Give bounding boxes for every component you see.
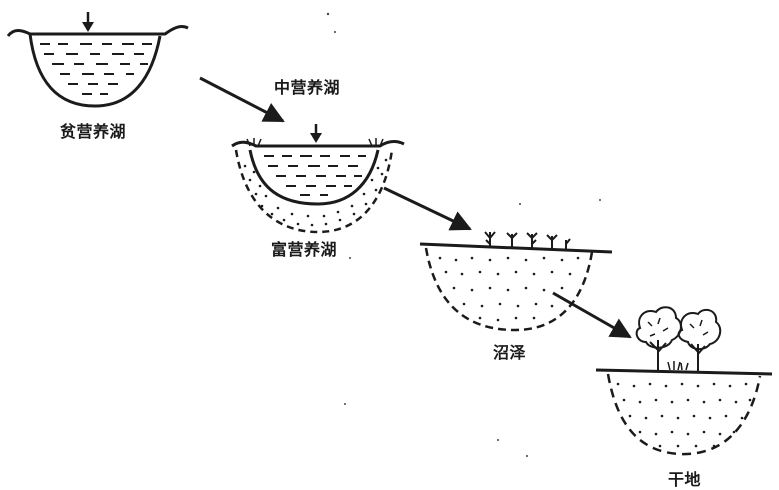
marsh-plants-icon	[484, 231, 571, 250]
dry-land-basin	[595, 306, 773, 456]
label-dry-land: 干地	[668, 470, 702, 489]
label-marsh: 沼泽	[493, 343, 527, 362]
tree-icon	[635, 306, 682, 370]
sediment-dots	[616, 382, 752, 448]
succession-arrow-1	[199, 76, 285, 123]
label-oligotrophic-lake: 贫营养湖	[60, 122, 127, 141]
tree-icon	[677, 308, 722, 372]
water-level-arrow-icon	[310, 124, 322, 143]
scan-specks	[326, 12, 601, 457]
oligotrophic-lake-basin	[6, 12, 189, 108]
sediment-dots	[243, 158, 388, 227]
shore-plants-icon	[246, 138, 384, 147]
label-eutrophic-lake: 富营养湖	[271, 240, 338, 259]
sediment-dots	[438, 256, 580, 322]
water-waves	[264, 155, 366, 196]
marsh-basin	[419, 231, 613, 332]
water-level-arrow-icon	[82, 12, 94, 32]
succession-arrow-2	[383, 186, 472, 231]
label-mesotrophic-lake: 中营养湖	[274, 78, 341, 97]
succession-arrow-3	[552, 291, 632, 339]
water-waves	[40, 43, 152, 95]
eutrophic-lake-basin	[231, 124, 405, 234]
grass-icon	[667, 361, 689, 371]
